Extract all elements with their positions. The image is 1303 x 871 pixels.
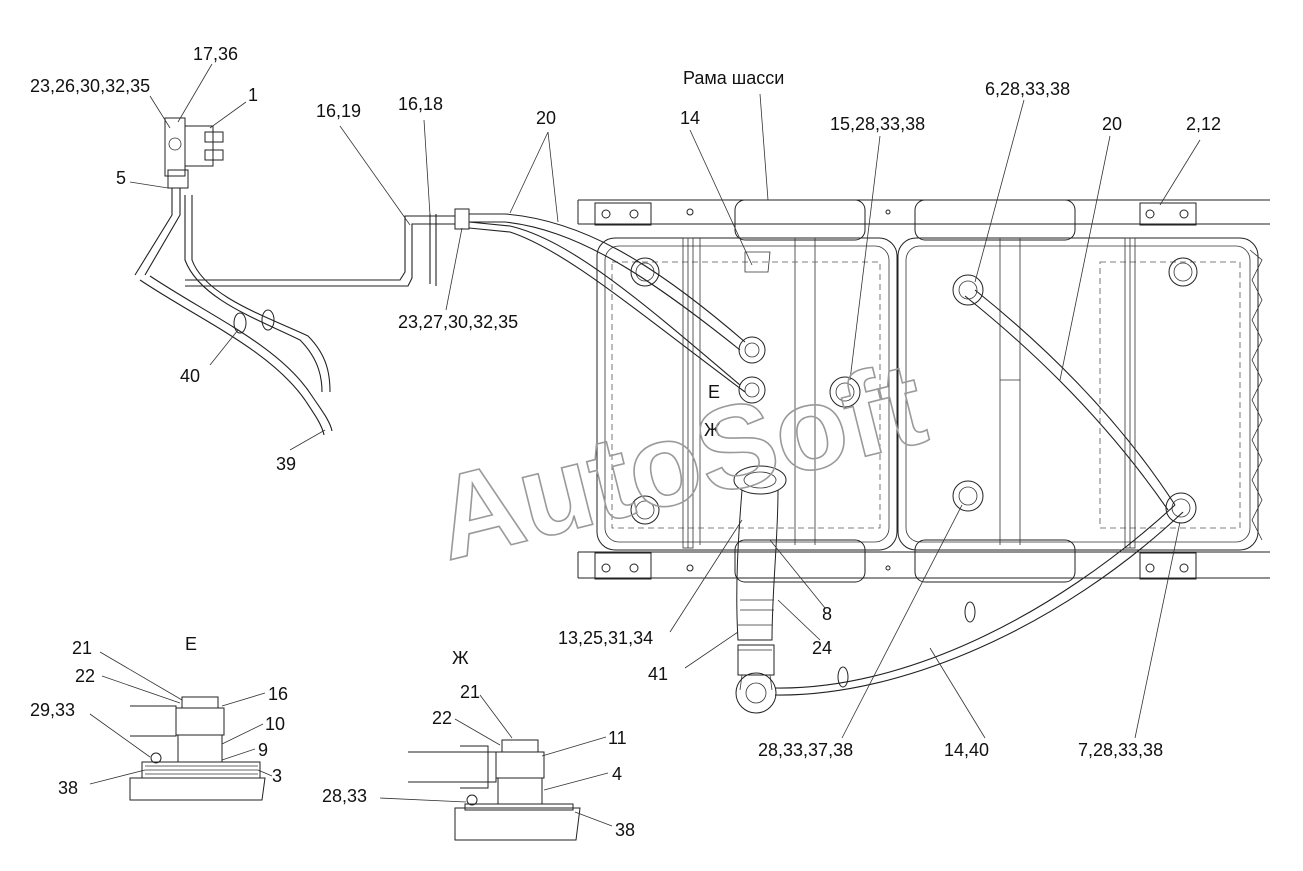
detail-Zh-title: Ж bbox=[452, 648, 469, 668]
detail-E-label-29-33: 29,33 bbox=[30, 700, 75, 720]
label-chassis-frame: Рама шасси bbox=[683, 68, 784, 88]
detail-E-label-38: 38 bbox=[58, 778, 78, 798]
fuel-tank-left bbox=[596, 199, 898, 583]
valve-assembly bbox=[164, 117, 224, 189]
detail-Zh-label-28-33: 28,33 bbox=[322, 786, 367, 806]
detail-E-label-10: 10 bbox=[265, 714, 285, 734]
label-16-19: 16,19 bbox=[316, 101, 361, 121]
detail-Zh-label-11: 11 bbox=[608, 728, 627, 748]
part-labels: 17,36 23,26,30,32,35 1 5 16,19 16,18 20 … bbox=[30, 44, 1221, 840]
tank-flanges bbox=[630, 257, 1198, 525]
label-view-E-marker: Е bbox=[708, 382, 720, 402]
label-2-12: 2,12 bbox=[1186, 114, 1221, 134]
detail-E-label-22: 22 bbox=[75, 666, 95, 686]
label-17-36: 17,36 bbox=[193, 44, 238, 64]
filler-neck bbox=[733, 465, 787, 714]
fuel-tank-right bbox=[897, 199, 1263, 583]
fuel-lines bbox=[134, 188, 1184, 696]
leader-lines bbox=[89, 63, 1201, 827]
label-39: 39 bbox=[276, 454, 296, 474]
label-14-40: 14,40 bbox=[944, 740, 989, 760]
label-6-28-33-38: 6,28,33,38 bbox=[985, 79, 1070, 99]
fuel-intake-E bbox=[738, 336, 766, 364]
detail-Zh bbox=[408, 739, 581, 841]
label-14: 14 bbox=[680, 108, 700, 128]
flange-bottom-center bbox=[952, 480, 984, 512]
detail-E-label-16: 16 bbox=[268, 684, 288, 704]
detail-E-label-3: 3 bbox=[272, 766, 282, 786]
label-7-28-33-38: 7,28,33,38 bbox=[1078, 740, 1163, 760]
detail-Zh-label-4: 4 bbox=[612, 764, 622, 784]
label-16-18: 16,18 bbox=[398, 94, 443, 114]
label-1: 1 bbox=[248, 85, 258, 105]
label-view-Zh-marker: Ж bbox=[704, 420, 721, 440]
label-41: 41 bbox=[648, 664, 668, 684]
flange-bottom-left bbox=[630, 495, 660, 525]
label-8: 8 bbox=[822, 604, 832, 624]
label-23-26-30-32-35: 23,26,30,32,35 bbox=[30, 76, 150, 96]
label-23-27-30-32-35: 23,27,30,32,35 bbox=[398, 312, 518, 332]
detail-Zh-label-21: 21 bbox=[460, 682, 480, 702]
watermark-logo: AutoSoft bbox=[422, 337, 937, 586]
detail-Zh-label-38: 38 bbox=[615, 820, 635, 840]
chassis-frame bbox=[577, 199, 1270, 580]
flange-top-right bbox=[1168, 257, 1198, 287]
label-5: 5 bbox=[116, 168, 126, 188]
label-24: 24 bbox=[812, 638, 832, 658]
label-20-right: 20 bbox=[1102, 114, 1122, 134]
flange-center-right bbox=[952, 274, 984, 306]
detail-E bbox=[129, 696, 266, 801]
detail-Zh-label-22: 22 bbox=[432, 708, 452, 728]
detail-E-title: Е bbox=[185, 634, 197, 654]
label-40: 40 bbox=[180, 366, 200, 386]
detail-E-label-21: 21 bbox=[72, 638, 92, 658]
label-15-28-33-38: 15,28,33,38 bbox=[830, 114, 925, 134]
label-20-left: 20 bbox=[536, 108, 556, 128]
fuel-return-Zh bbox=[738, 376, 766, 404]
fuel-level-sensor bbox=[829, 376, 861, 408]
detail-E-label-9: 9 bbox=[258, 740, 268, 760]
label-13-25-31-34: 13,25,31,34 bbox=[558, 628, 653, 648]
label-28-33-37-38: 28,33,37,38 bbox=[758, 740, 853, 760]
